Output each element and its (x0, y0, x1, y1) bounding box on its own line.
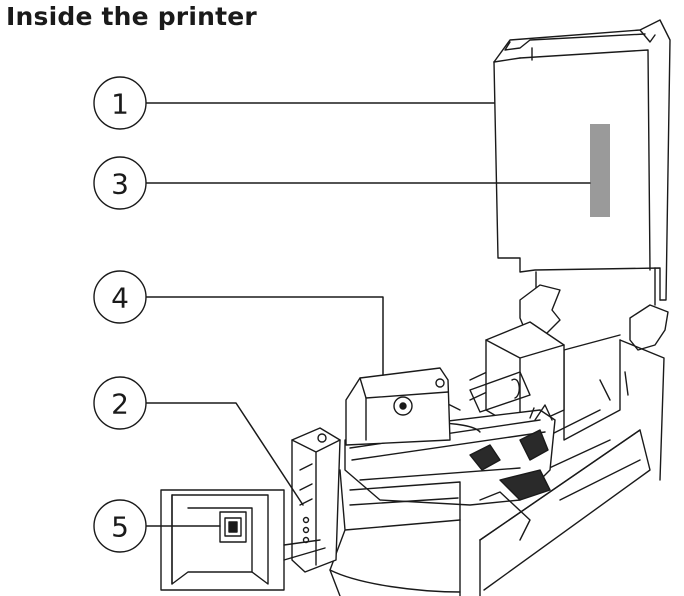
callout-number: 5 (111, 511, 129, 544)
callout-number: 4 (111, 282, 129, 315)
page-title: Inside the printer (6, 2, 257, 31)
callout-number: 1 (111, 88, 129, 121)
callout-3: 3 (93, 156, 147, 210)
callout-5: 5 (93, 499, 147, 553)
ribbon-cassette (345, 367, 451, 446)
callout-4: 4 (93, 270, 147, 324)
cover-label (590, 124, 610, 217)
power-switch-inset (160, 489, 326, 591)
top-cover (493, 19, 671, 351)
leader-lines (145, 102, 591, 527)
callouts: 1 3 4 2 5 (93, 76, 147, 553)
callout-number: 3 (111, 168, 129, 201)
callout-1: 1 (93, 76, 147, 130)
callout-number: 2 (111, 388, 129, 421)
callout-2: 2 (93, 376, 147, 430)
printer-body (291, 321, 665, 596)
